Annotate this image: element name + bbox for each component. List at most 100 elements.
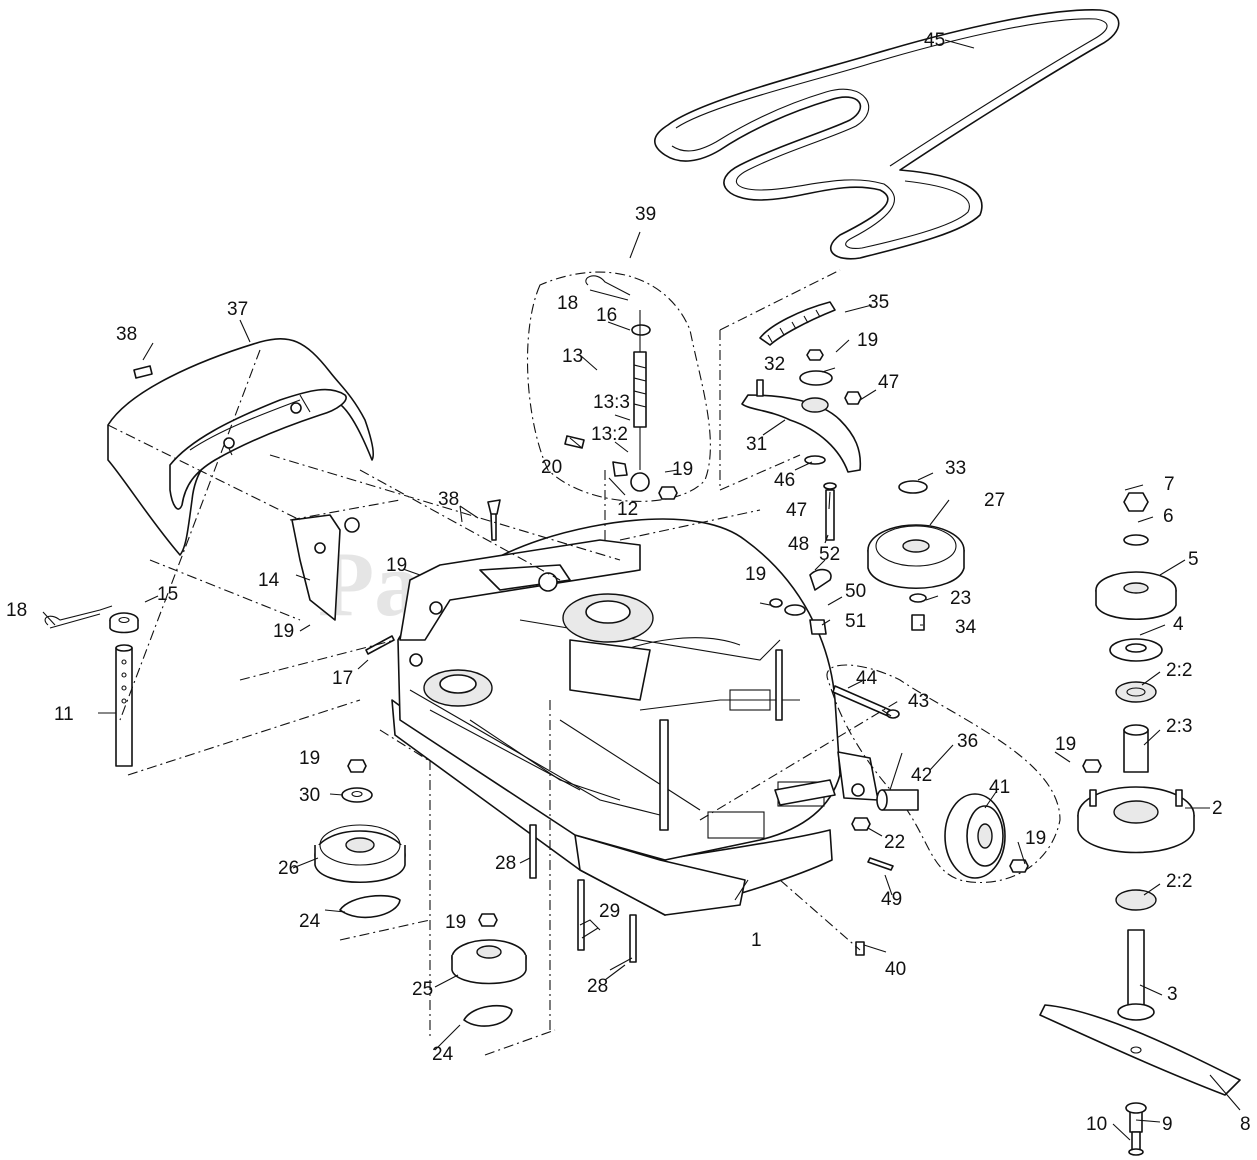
callout-6: 6: [1163, 506, 1174, 527]
callout-16: 16: [596, 305, 617, 326]
callout-19-baffle: 19: [273, 621, 294, 642]
callout-40: 40: [885, 959, 906, 980]
callout-28-left: 28: [495, 853, 516, 874]
callout-7: 7: [1164, 474, 1175, 495]
callout-9: 9: [1162, 1114, 1173, 1135]
callout-4: 4: [1173, 614, 1184, 635]
callout-14: 14: [258, 570, 280, 591]
idler-pulley-25: [451, 939, 527, 985]
callout-19-rod: 19: [672, 459, 693, 480]
callout-2: 2: [1212, 798, 1223, 819]
cotter-pin-17: [365, 635, 395, 655]
callout-36: 36: [957, 731, 978, 752]
spindle-assembly: [1039, 492, 1241, 1156]
callout-1: 1: [751, 930, 762, 951]
washer-15: [109, 612, 139, 634]
callout-13-2: 13:2: [591, 424, 628, 445]
callout-38-left: 38: [116, 324, 137, 345]
bolt-51: [809, 619, 827, 635]
baffle-bracket: [291, 514, 360, 621]
callout-46: 46: [774, 470, 795, 491]
callout-33: 33: [945, 458, 966, 479]
spring-washer-50: [784, 604, 806, 616]
discharge-chute: [107, 338, 374, 556]
callout-29: 29: [599, 901, 620, 922]
idler-arm: [719, 269, 862, 541]
callout-39: 39: [635, 204, 656, 225]
washer-23: [909, 593, 927, 603]
hair-pin-clip-left: [44, 605, 113, 629]
nut-19-left: [347, 759, 367, 773]
bracket-52: [809, 568, 832, 591]
washer-19-right: [769, 598, 783, 608]
callout-19-wheel: 19: [1025, 828, 1046, 849]
callout-19-spindle: 19: [1055, 734, 1076, 755]
callout-12: 12: [617, 499, 638, 520]
callout-42: 42: [911, 765, 932, 786]
callout-19-hardware: 19: [745, 564, 766, 585]
callout-47-upper: 47: [878, 372, 899, 393]
callout-19-pulley: 19: [299, 748, 320, 769]
callout-30: 30: [299, 785, 320, 806]
callout-18-upper: 18: [557, 293, 578, 314]
callout-2-2-upper: 2:2: [1166, 660, 1192, 681]
callout-41: 41: [989, 777, 1010, 798]
callout-23: 23: [950, 588, 971, 609]
callout-2-2-lower: 2:2: [1166, 871, 1192, 892]
callout-24-upper: 24: [299, 911, 321, 932]
callout-38-mid: 38: [438, 489, 459, 510]
idler-pulley-27: [867, 524, 965, 590]
callout-13-3: 13:3: [593, 392, 630, 413]
washer-30: [341, 787, 373, 803]
callout-34: 34: [955, 617, 977, 638]
callout-17: 17: [332, 668, 353, 689]
callout-13: 13: [562, 346, 583, 367]
callout-43: 43: [908, 691, 929, 712]
callout-15: 15: [157, 584, 178, 605]
idler-pulley-26: [314, 824, 406, 884]
callout-19-lower: 19: [445, 912, 466, 933]
callout-52: 52: [819, 544, 840, 565]
anti-scalp-roller-assembly: [826, 664, 1061, 884]
nut-19-spindle: [1082, 759, 1102, 773]
callout-28-right: 28: [587, 976, 608, 997]
callout-24-lower: 24: [432, 1044, 454, 1065]
dust-cup-24-lower: [463, 1004, 513, 1027]
callout-27: 27: [984, 490, 1005, 511]
clevis-pin-38-left: [133, 365, 153, 379]
drive-belt: [654, 9, 1120, 260]
callout-48: 48: [788, 534, 809, 555]
callout-35: 35: [868, 292, 889, 313]
spring-rod-assembly: [526, 271, 711, 502]
callout-45: 45: [924, 30, 945, 51]
callout-26: 26: [278, 858, 299, 879]
callout-44: 44: [856, 668, 878, 689]
clevis-pin-38-mid: [487, 499, 501, 541]
bolt-34: [911, 614, 925, 631]
callout-11: 11: [54, 704, 74, 725]
nut-19-lower: [478, 913, 498, 927]
callout-50: 50: [845, 581, 866, 602]
callout-18-left: 18: [6, 600, 27, 621]
mower-deck: [391, 518, 879, 916]
callout-37: 37: [227, 299, 248, 320]
callout-10: 10: [1086, 1114, 1107, 1135]
callout-47-lower: 47: [786, 500, 807, 521]
callout-32: 32: [764, 354, 785, 375]
callout-19-arm: 19: [857, 330, 878, 351]
bolt-40: [855, 941, 865, 956]
washer-33: [898, 480, 928, 494]
bolt-28-left: [529, 824, 537, 879]
callout-19-bracket: 19: [386, 555, 407, 576]
height-adjust-pin: [115, 644, 133, 767]
bolt-28-right: [629, 914, 637, 963]
bolt-29: [577, 879, 585, 951]
callout-31: 31: [746, 434, 767, 455]
guide-lines: [107, 349, 901, 1056]
callout-51: 51: [845, 611, 866, 632]
callout-20: 20: [541, 457, 562, 478]
callout-22: 22: [884, 832, 905, 853]
callout-5: 5: [1188, 549, 1199, 570]
callout-25: 25: [412, 979, 433, 1000]
